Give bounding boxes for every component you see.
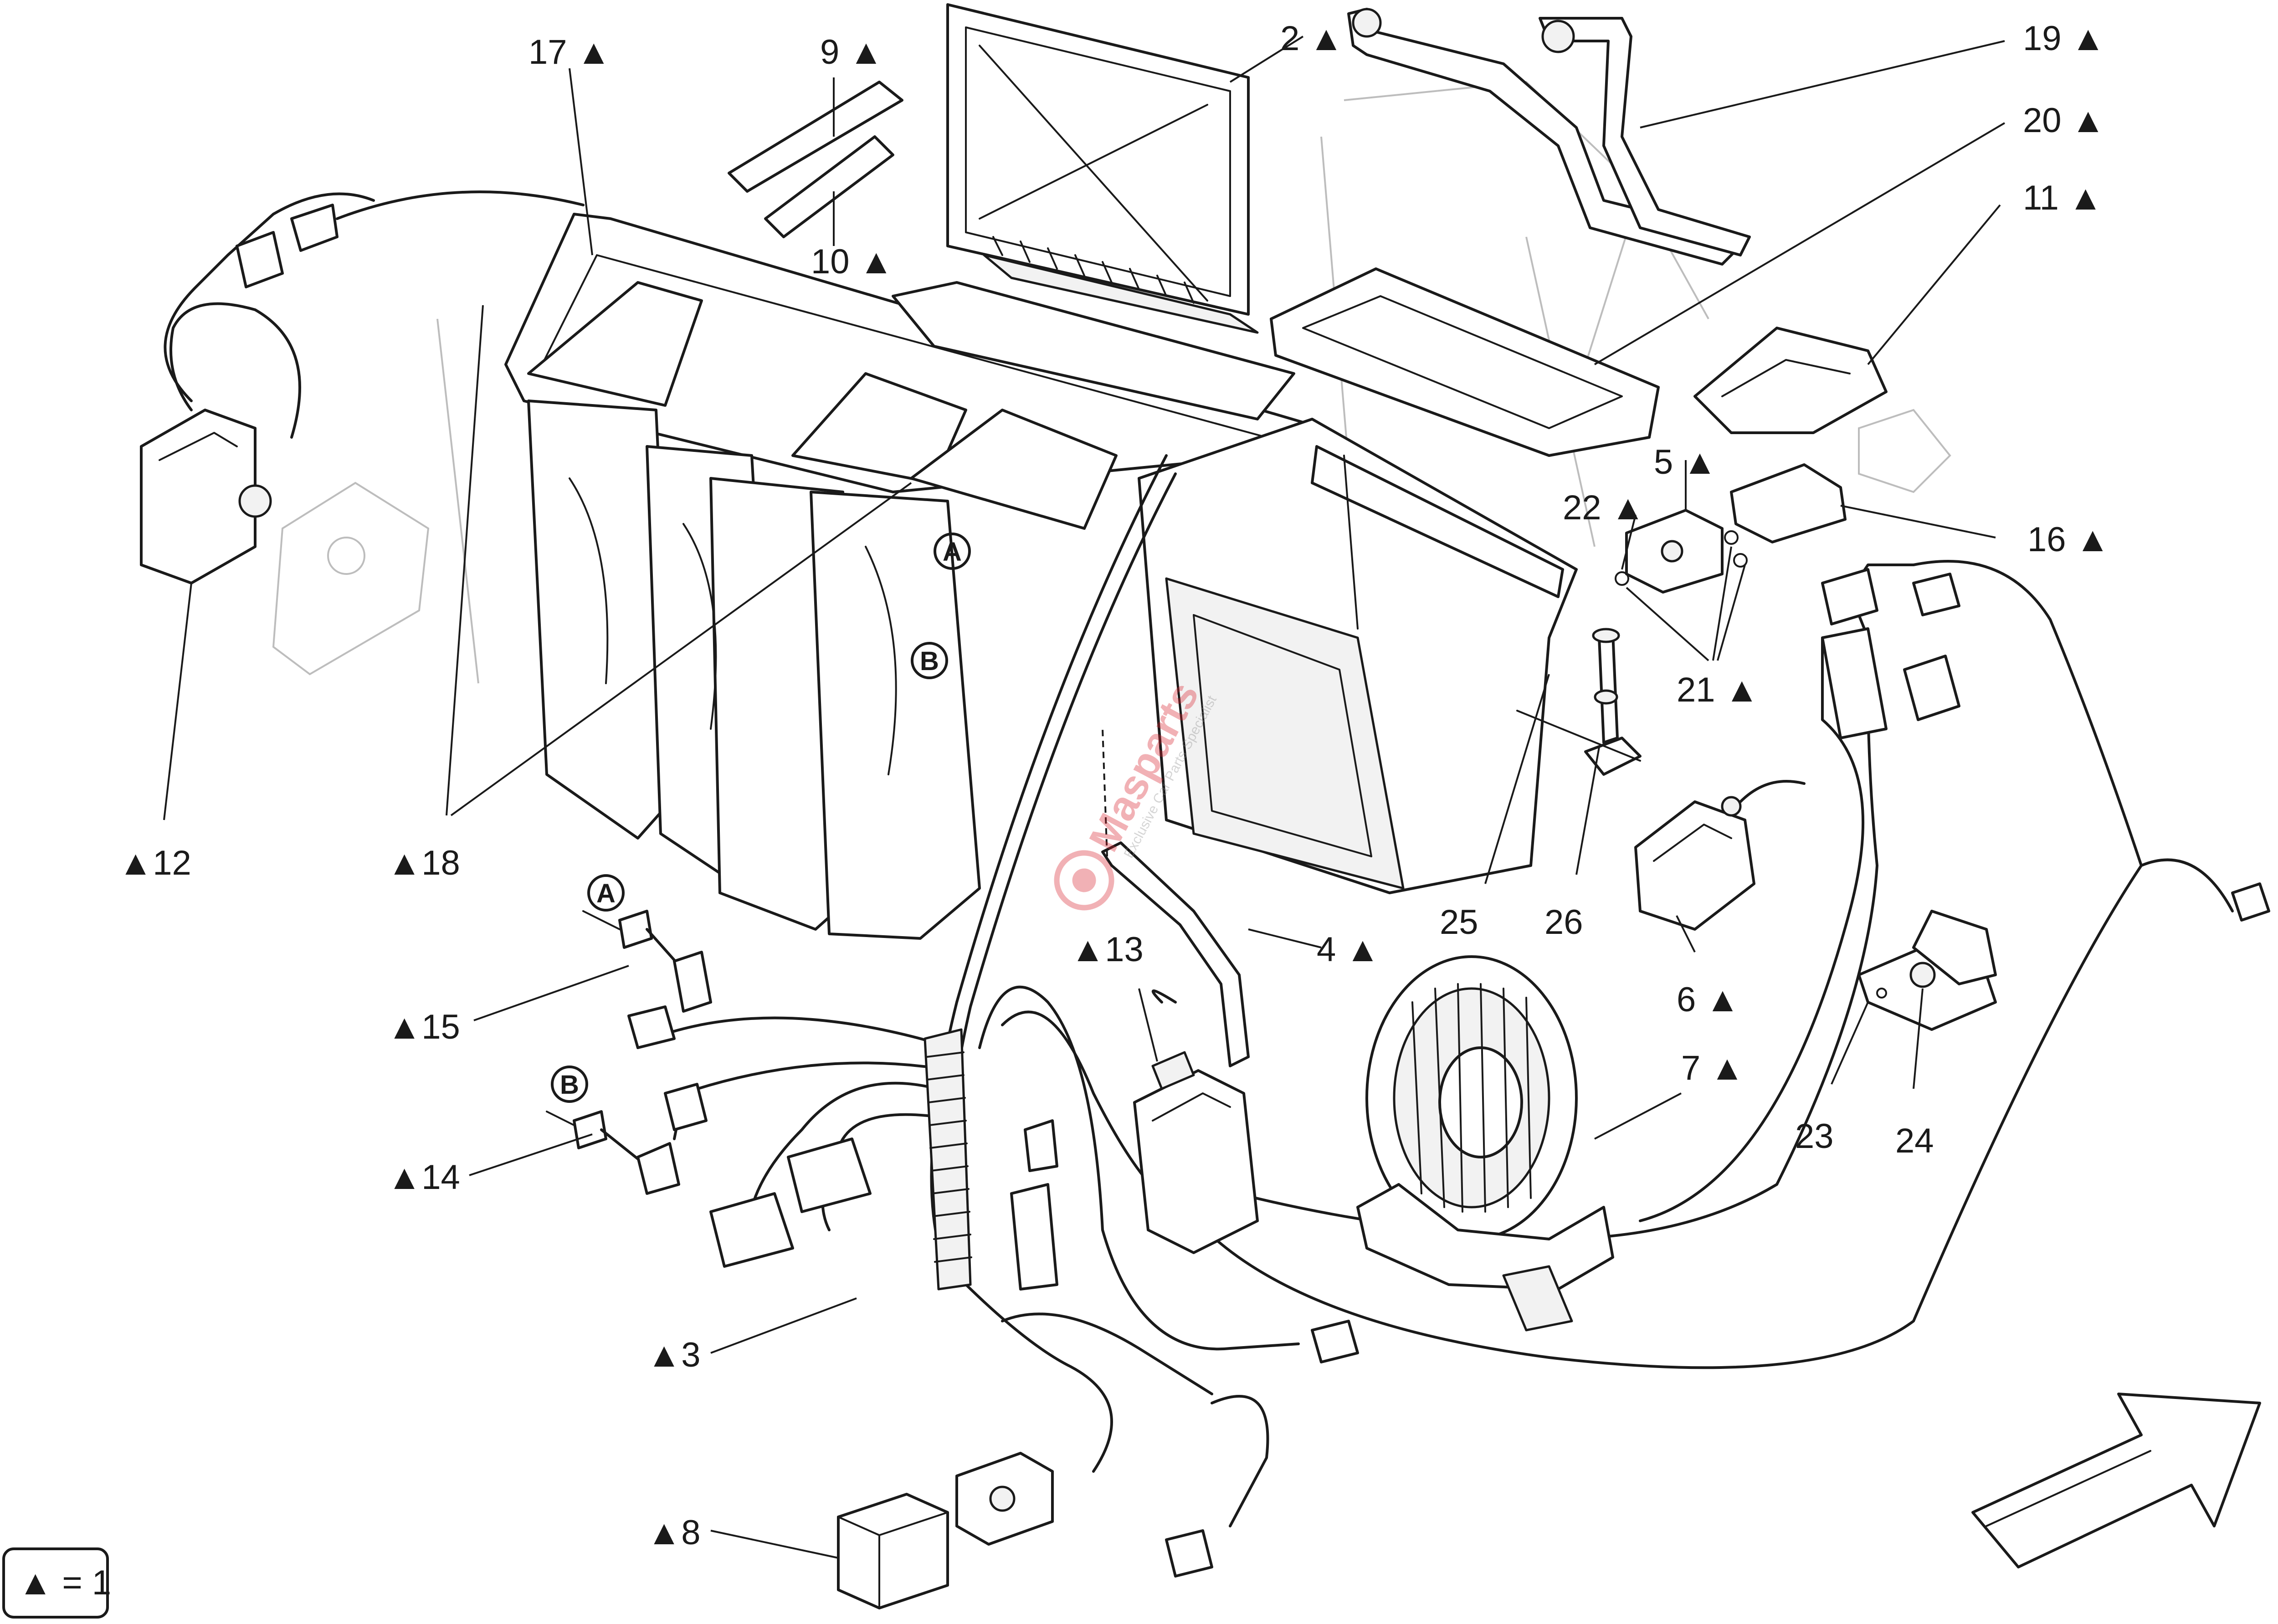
marker-a-housing: A	[943, 537, 962, 567]
label-17: 17 ▲	[528, 33, 611, 72]
seal-11	[1693, 327, 1951, 493]
marker-a-sensor: A	[596, 879, 616, 908]
label-26: 26	[1544, 903, 1583, 942]
legend-text: ▲ = 1	[18, 1563, 111, 1602]
part-labels: 17 ▲ 9 ▲ 10 ▲ 2 ▲ 19 ▲ 20 ▲ 11 ▲ 5 ▲ 22 …	[118, 19, 2110, 1552]
bracket-23-24	[1857, 910, 1997, 1031]
wiring-harness-3	[627, 454, 2270, 1578]
marker-b-housing: B	[920, 646, 939, 676]
refrigerant-pipes-19	[1347, 8, 1751, 266]
label-16: 16 ▲	[2027, 520, 2110, 559]
expansion-valve-group	[1615, 463, 1847, 594]
label-5: 5 ▲	[1654, 443, 1717, 482]
label-14: ▲14	[387, 1158, 460, 1197]
label-24: 24	[1895, 1122, 1934, 1160]
label-15: ▲15	[387, 1008, 460, 1046]
label-7: 7 ▲	[1681, 1049, 1744, 1087]
blower-motor-7	[1356, 955, 1614, 1332]
control-module-13	[1133, 1051, 1259, 1254]
hvac-housing	[504, 213, 1578, 940]
label-12: ▲12	[118, 844, 191, 882]
label-22: 22 ▲	[1563, 488, 1645, 527]
label-21: 21 ▲	[1677, 671, 1759, 709]
gasket-frame-20	[1270, 267, 1660, 457]
label-2: 2 ▲	[1280, 19, 1344, 58]
label-10: 10 ▲	[811, 242, 893, 281]
hoses-9-10	[728, 81, 903, 238]
sensor-15	[582, 910, 712, 1013]
label-6: 6 ▲	[1677, 980, 1740, 1019]
label-13: ▲13	[1071, 930, 1144, 969]
label-8: ▲8	[647, 1513, 701, 1552]
label-23: 23	[1795, 1117, 1834, 1156]
relay-8	[837, 1452, 1054, 1609]
direction-arrow	[1971, 1393, 2261, 1568]
label-19: 19 ▲	[2023, 19, 2105, 58]
leader-lines	[163, 36, 2006, 1559]
label-9: 9 ▲	[820, 33, 883, 72]
label-25: 25	[1440, 903, 1478, 942]
sensor-14	[546, 1110, 680, 1195]
drain-hose-4	[1101, 728, 1250, 1067]
fan-controller-6	[1634, 780, 1806, 931]
label-4: 4 ▲	[1317, 930, 1380, 969]
bolt-26	[1516, 628, 1642, 776]
reference-markers: A B A B	[551, 533, 971, 1103]
cabin-filter-2	[946, 3, 1259, 334]
actuator-12	[140, 190, 585, 676]
marker-b-sensor: B	[560, 1070, 579, 1100]
label-18: ▲18	[387, 844, 460, 882]
label-11: 11 ▲	[2023, 179, 2103, 217]
label-20: 20 ▲	[2023, 101, 2105, 140]
label-3: ▲3	[647, 1336, 701, 1374]
legend: ▲ = 1	[2, 1547, 111, 1619]
